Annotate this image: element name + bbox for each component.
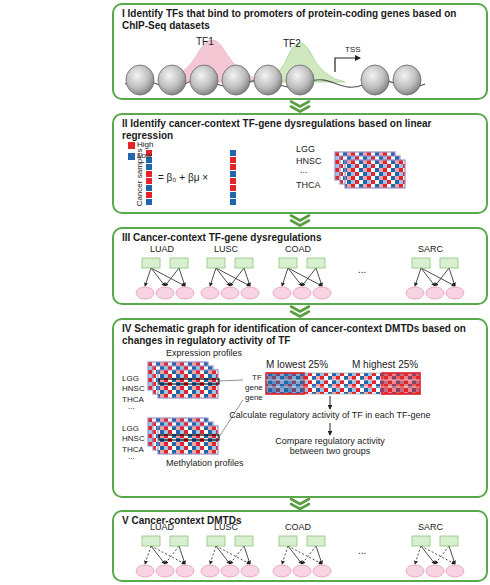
panel-heading: IV Schematic graph for identification of… [114, 320, 486, 347]
cancer-type: LUAD [150, 523, 174, 533]
formula: = β₀ + βμ × [158, 172, 208, 183]
step-panel: V Cancer-context DMTDs [112, 510, 488, 582]
cancer-type: COAD [285, 523, 311, 533]
step-text: Calculate regulatory activity of TF in e… [222, 411, 438, 421]
legend-swatch [128, 142, 135, 149]
cancer-type: HNSC [122, 435, 145, 444]
step-panel: I Identify TFs that bind to promoters of… [112, 3, 488, 100]
row-label: gene [245, 394, 263, 403]
row-label: gene [245, 384, 263, 393]
row-label: TF [252, 374, 262, 383]
panel-heading: III Cancer-context TF-gene dysregulation… [114, 229, 486, 244]
peak-label: TF2 [283, 38, 301, 49]
step-text: Compare regulatory activity between two … [258, 437, 402, 457]
group-label: M highest 25% [352, 359, 418, 370]
cancer-type: LUSC [214, 245, 238, 255]
cancer-type: COAD [285, 245, 311, 255]
tss-label: TSS [345, 46, 361, 55]
cancer-type: LGG [122, 375, 139, 384]
panel-heading: I Identify TFs that bind to promoters of… [114, 5, 486, 32]
legend-text: High [137, 141, 153, 150]
ellipsis: ... [128, 403, 135, 412]
cancer-type: LGG [122, 425, 139, 434]
step-panel: IV Schematic graph for identification of… [112, 318, 488, 498]
cancer-type: LUAD [150, 245, 174, 255]
panel-heading: II Identify cancer-context TF-gene dysre… [114, 115, 486, 142]
peak-label: TF1 [196, 36, 214, 47]
ellipsis: ... [358, 264, 366, 275]
profile-label: Methylation profiles [166, 459, 244, 469]
ellipsis: ... [358, 545, 366, 556]
flow-chevron [291, 499, 309, 509]
group-label: M lowest 25% [266, 359, 328, 370]
flow-chevron [291, 102, 309, 112]
legend-swatch [128, 153, 135, 160]
flow-chevron [291, 307, 309, 317]
ellipsis: ... [300, 166, 308, 176]
step-panel: III Cancer-context TF-gene dysregulation… [112, 227, 488, 305]
legend-text: Low [137, 152, 152, 161]
cancer-type: LUSC [214, 523, 238, 533]
cancer-type: THCA [296, 181, 321, 191]
flow-chevron [291, 216, 309, 226]
ellipsis: ... [128, 453, 135, 462]
cancer-type: HNSC [296, 157, 322, 167]
cancer-type: LGG [296, 145, 315, 155]
cancer-type: SARC [418, 245, 443, 255]
profile-label: Expression profiles [166, 349, 242, 359]
cancer-type: SARC [418, 523, 443, 533]
cancer-type: HNSC [122, 385, 145, 394]
